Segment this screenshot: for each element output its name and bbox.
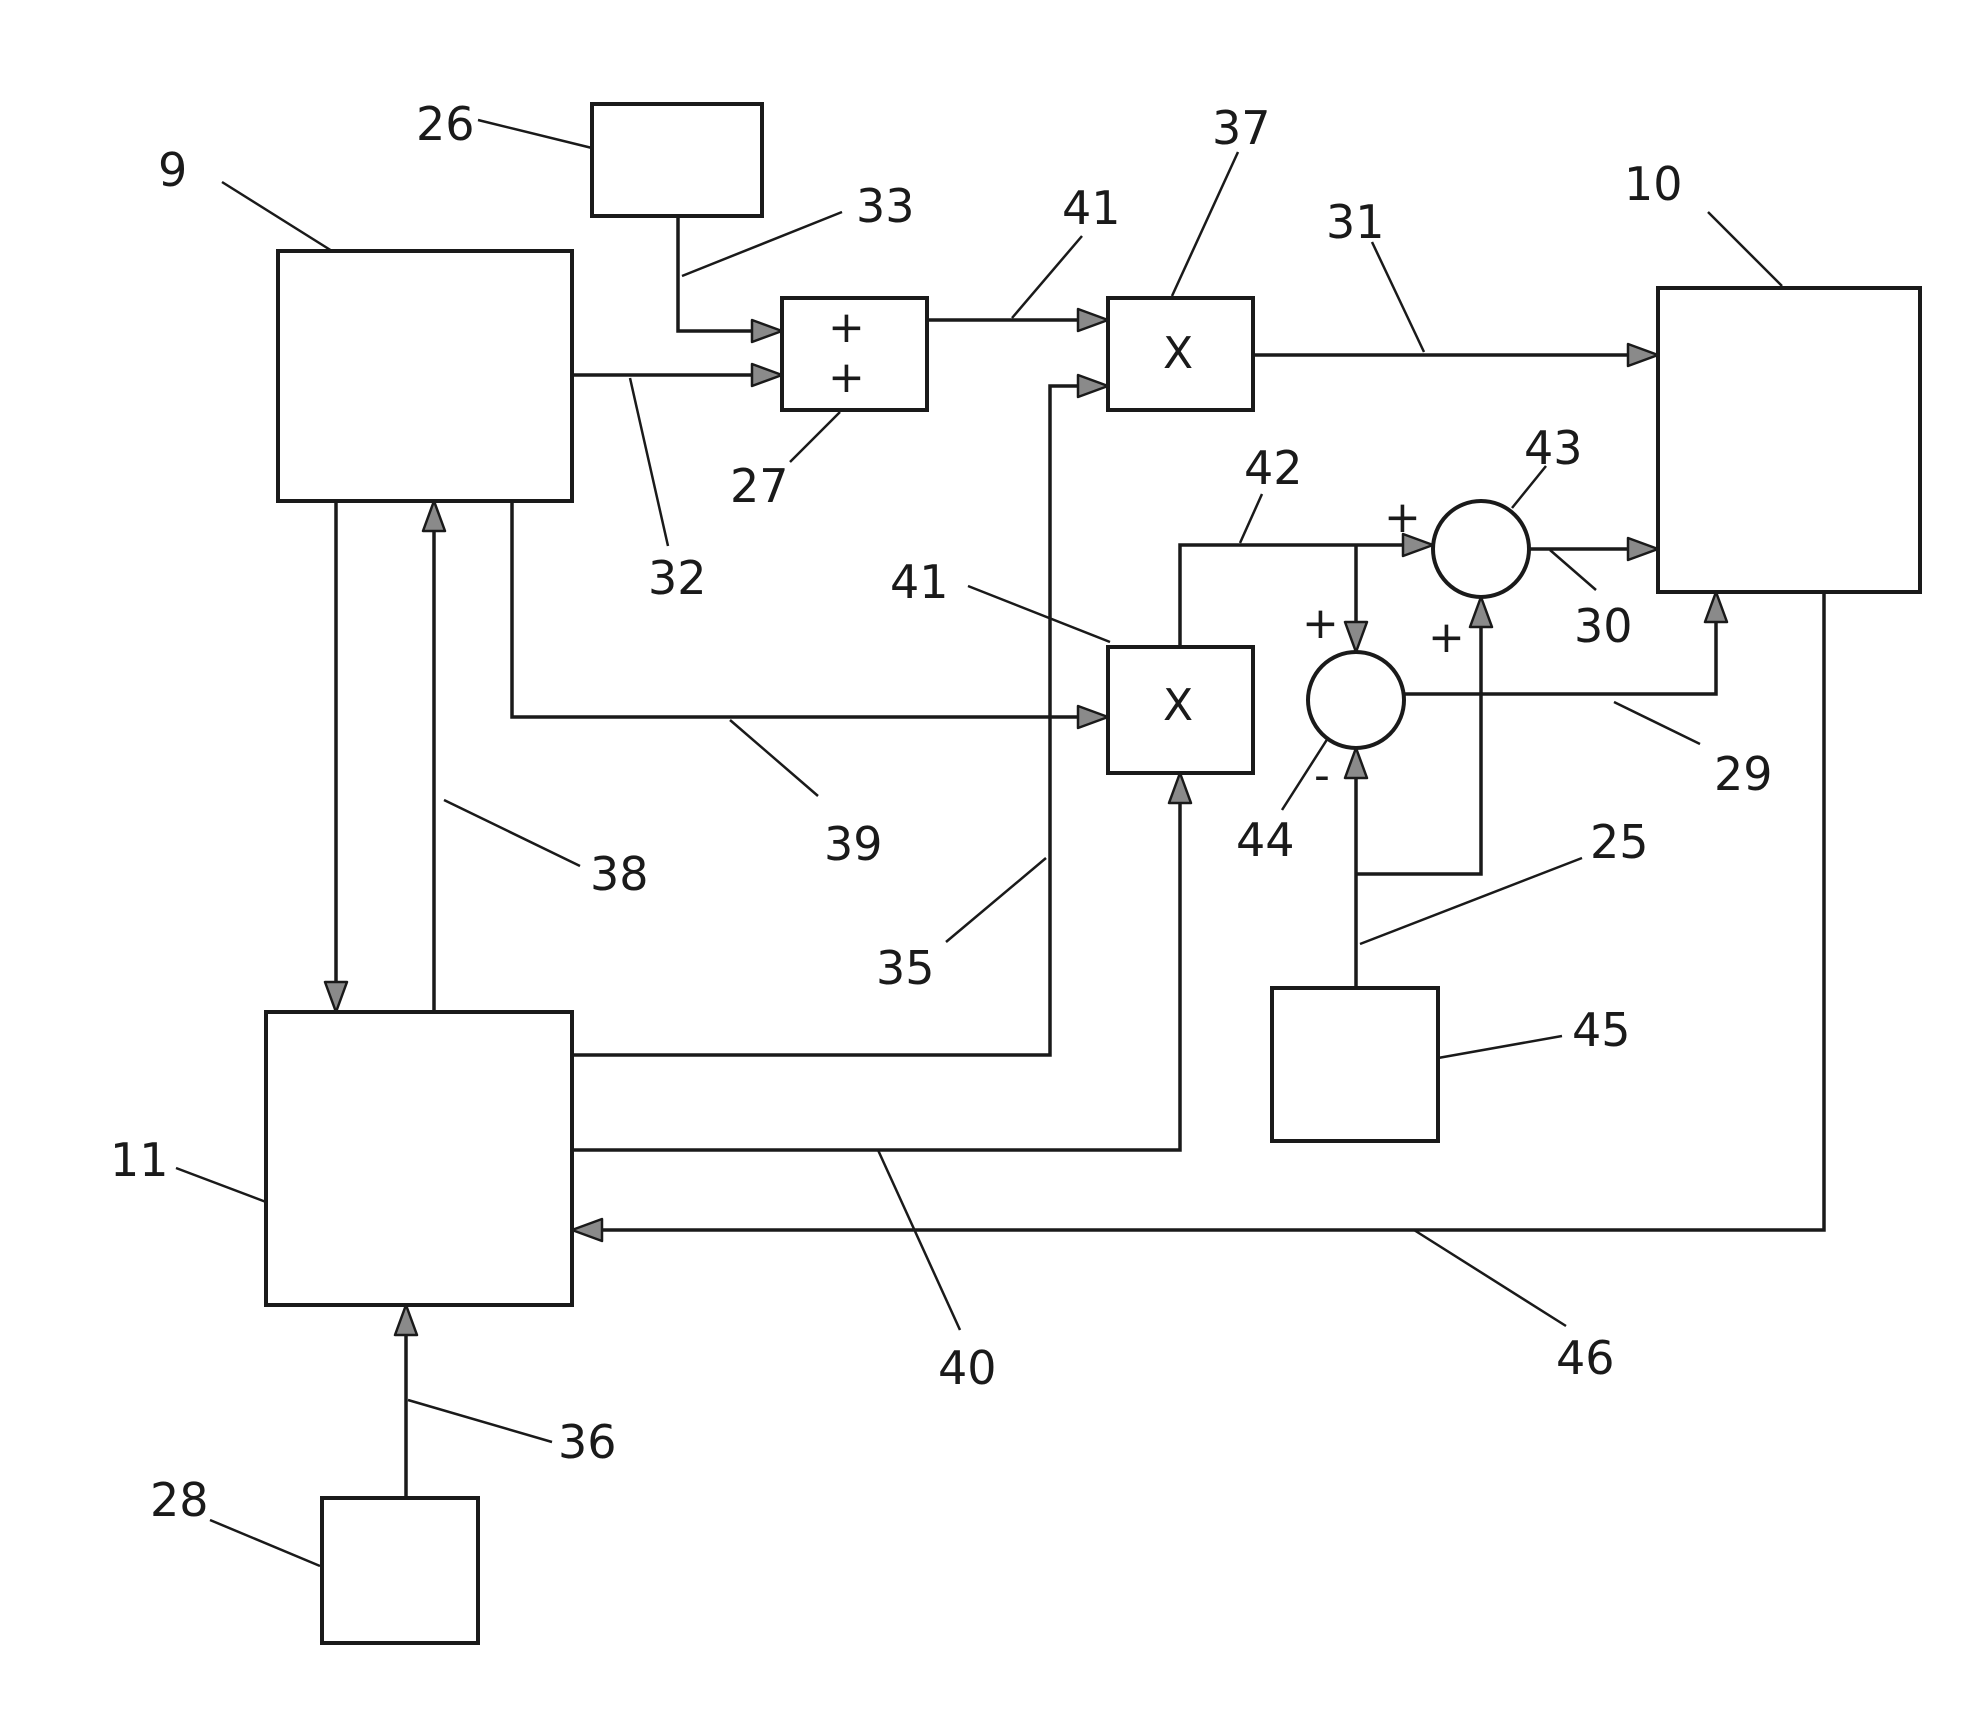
block-45 bbox=[1272, 988, 1438, 1141]
leader-38 bbox=[444, 800, 580, 866]
leader-40 bbox=[878, 1150, 960, 1330]
arrow-25-branch bbox=[1470, 597, 1492, 627]
arrow-41-top bbox=[1078, 309, 1108, 331]
leader-28 bbox=[210, 1520, 320, 1566]
ref-42: 42 bbox=[1244, 441, 1303, 495]
ref-37: 37 bbox=[1212, 101, 1271, 155]
ref-43: 43 bbox=[1524, 421, 1583, 475]
ref-40: 40 bbox=[938, 1341, 997, 1395]
ref-27: 27 bbox=[730, 459, 789, 513]
leader-46 bbox=[1414, 1230, 1566, 1326]
leader-37 bbox=[1172, 152, 1238, 296]
block-28 bbox=[322, 1498, 478, 1643]
arrow-38 bbox=[423, 501, 445, 531]
adder-plus-bottom: + bbox=[828, 352, 865, 403]
leader-32 bbox=[630, 378, 668, 546]
leader-26 bbox=[478, 120, 592, 148]
arrow-40 bbox=[1169, 773, 1191, 803]
summing-junction-43 bbox=[1433, 501, 1529, 597]
arrow-39 bbox=[1078, 706, 1108, 728]
leader-27 bbox=[790, 412, 840, 462]
ref-36: 36 bbox=[558, 1415, 617, 1469]
arrow-9-to-11 bbox=[325, 982, 347, 1012]
leader-30 bbox=[1550, 550, 1596, 590]
leader-25 bbox=[1360, 858, 1582, 944]
ref-10: 10 bbox=[1624, 157, 1683, 211]
leader-41-top bbox=[1012, 236, 1082, 318]
ref-44: 44 bbox=[1236, 813, 1295, 867]
block-11 bbox=[266, 1012, 572, 1305]
line-39 bbox=[512, 501, 1088, 717]
multiplier-sign-top: X bbox=[1163, 328, 1193, 379]
ref-32: 32 bbox=[648, 551, 707, 605]
ref-30: 30 bbox=[1574, 599, 1633, 653]
ref-26: 26 bbox=[416, 97, 475, 151]
adder-plus-top: + bbox=[828, 302, 865, 353]
ref-25: 25 bbox=[1590, 815, 1649, 869]
leader-10 bbox=[1708, 212, 1782, 286]
ref-39: 39 bbox=[824, 817, 883, 871]
sum44-sign-in1: + bbox=[1302, 598, 1339, 649]
multiplier-sign-bottom: X bbox=[1163, 680, 1193, 731]
arrow-29 bbox=[1705, 592, 1727, 622]
ref-45: 45 bbox=[1572, 1003, 1631, 1057]
leader-42 bbox=[1240, 494, 1262, 543]
block-10 bbox=[1658, 288, 1920, 592]
ref-9: 9 bbox=[158, 143, 187, 197]
ref-33: 33 bbox=[856, 179, 915, 233]
ref-41-top: 41 bbox=[1062, 181, 1121, 235]
arrow-46 bbox=[572, 1219, 602, 1241]
leader-11 bbox=[176, 1168, 266, 1202]
block-26 bbox=[592, 104, 762, 216]
ref-31: 31 bbox=[1326, 195, 1385, 249]
leader-33 bbox=[682, 212, 842, 276]
arrow-30 bbox=[1628, 538, 1658, 560]
ref-38: 38 bbox=[590, 847, 649, 901]
leader-39 bbox=[730, 720, 818, 796]
line-42 bbox=[1180, 545, 1413, 647]
block-9 bbox=[278, 251, 572, 501]
arrow-31 bbox=[1628, 344, 1658, 366]
arrow-25 bbox=[1345, 748, 1367, 778]
ref-35: 35 bbox=[876, 941, 935, 995]
arrow-33 bbox=[752, 320, 782, 342]
line-35 bbox=[572, 386, 1088, 1055]
arrow-32 bbox=[752, 364, 782, 386]
leader-41-bottom bbox=[968, 586, 1110, 642]
leader-9 bbox=[222, 182, 332, 251]
summing-junction-44 bbox=[1308, 652, 1404, 748]
ref-28: 28 bbox=[150, 1473, 209, 1527]
leader-29 bbox=[1614, 702, 1700, 744]
sum43-sign-in2: + bbox=[1428, 612, 1465, 663]
leader-36 bbox=[408, 1400, 552, 1442]
arrow-36 bbox=[395, 1305, 417, 1335]
ref-29: 29 bbox=[1714, 747, 1773, 801]
arrow-35 bbox=[1078, 375, 1108, 397]
leader-31 bbox=[1372, 242, 1424, 352]
ref-46: 46 bbox=[1556, 1331, 1615, 1385]
arrow-42-branch bbox=[1345, 622, 1367, 652]
ref-11: 11 bbox=[110, 1133, 169, 1187]
leader-45 bbox=[1438, 1036, 1562, 1058]
ref-41-bottom: 41 bbox=[890, 555, 949, 609]
leader-35 bbox=[946, 858, 1046, 942]
